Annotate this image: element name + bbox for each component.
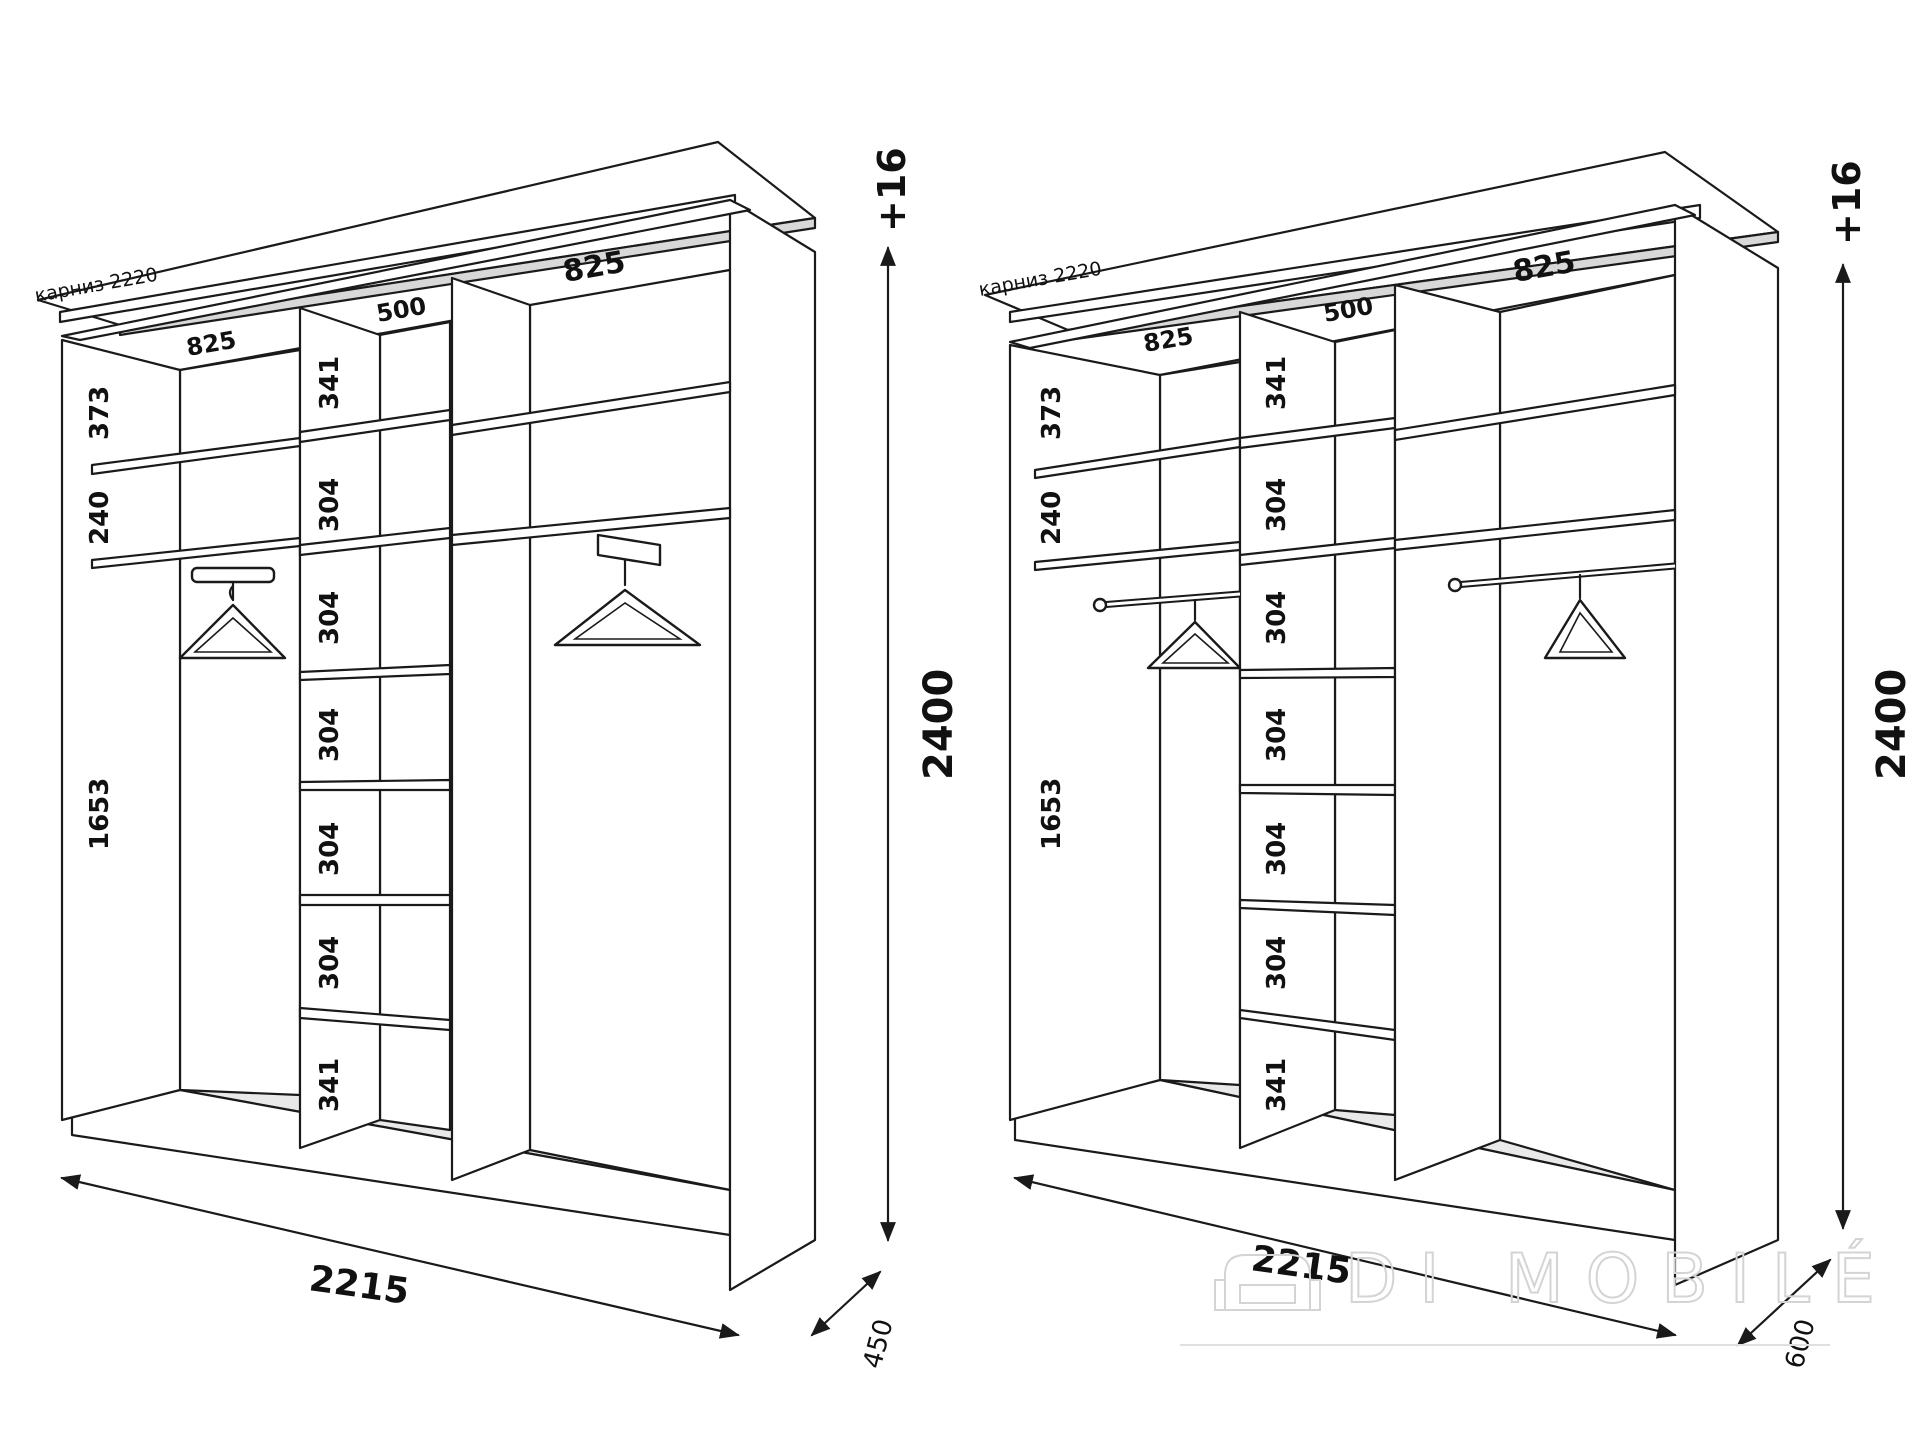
- left-mid-height-7: 341: [315, 1058, 345, 1112]
- left-hanger-rail-1: [178, 566, 287, 660]
- left-cornice: [36, 140, 817, 337]
- left-height-240: 240: [85, 491, 115, 545]
- right-mid-height-7: 341: [1262, 1058, 1292, 1112]
- left-mid-height-5: 304: [315, 822, 345, 876]
- left-total-width: 2215: [307, 1258, 412, 1313]
- dimension-lines: [60, 246, 1851, 1347]
- right-left-side-panel: [1008, 343, 1162, 1122]
- left-left-side-panel: [60, 338, 182, 1122]
- right-top-panel: [1008, 203, 1697, 350]
- right-height-240: 240: [1037, 491, 1067, 545]
- right-right-divider: [1393, 283, 1502, 1182]
- right-height-373: 373: [1037, 386, 1067, 440]
- left-total-height: 2400: [916, 669, 962, 780]
- right-wardrobe: [983, 150, 1780, 1287]
- watermark-text: DI MOBILÉ: [1345, 1239, 1897, 1319]
- right-mid-height-6: 304: [1262, 936, 1292, 990]
- left-right-side-panel: [728, 198, 817, 1292]
- right-depth: 600: [1780, 1316, 1822, 1372]
- left-mid-height-2: 304: [315, 478, 345, 532]
- left-hanger-rail-2: [553, 533, 702, 647]
- left-height-1653: 1653: [85, 778, 115, 850]
- left-wardrobe: [36, 140, 817, 1292]
- right-hanging-rod-1: [1092, 590, 1242, 670]
- right-mid-height-2: 304: [1262, 478, 1292, 532]
- right-mid-height-5: 304: [1262, 822, 1292, 876]
- left-mid-height-6: 304: [315, 936, 345, 990]
- right-mid-height-3: 304: [1262, 591, 1292, 645]
- left-depth: 450: [858, 1316, 900, 1372]
- left-width-left: 825: [184, 326, 238, 362]
- left-middle-divider: [298, 306, 382, 1150]
- left-mid-height-1: 341: [315, 356, 345, 410]
- right-cornice-height: +16: [1825, 160, 1869, 245]
- right-hanging-rod-2: [1447, 562, 1676, 660]
- sofa-logo-icon: [1214, 1254, 1321, 1311]
- right-mid-height-4: 304: [1262, 708, 1292, 762]
- right-total-height: 2400: [1869, 669, 1915, 780]
- right-mid-height-1: 341: [1262, 356, 1292, 410]
- left-cornice-height: +16: [870, 147, 914, 232]
- left-top-panel: [60, 198, 752, 342]
- left-mid-height-3: 304: [315, 591, 345, 645]
- right-right-side-panel: [1673, 203, 1780, 1287]
- left-height-373: 373: [85, 386, 115, 440]
- left-mid-height-4: 304: [315, 708, 345, 762]
- left-right-divider: [450, 276, 532, 1182]
- right-height-1653: 1653: [1037, 778, 1067, 850]
- watermark: DI MOBILÉ: [1180, 1238, 1897, 1346]
- right-middle-divider: [1238, 310, 1337, 1150]
- left-width-middle: 500: [374, 292, 428, 328]
